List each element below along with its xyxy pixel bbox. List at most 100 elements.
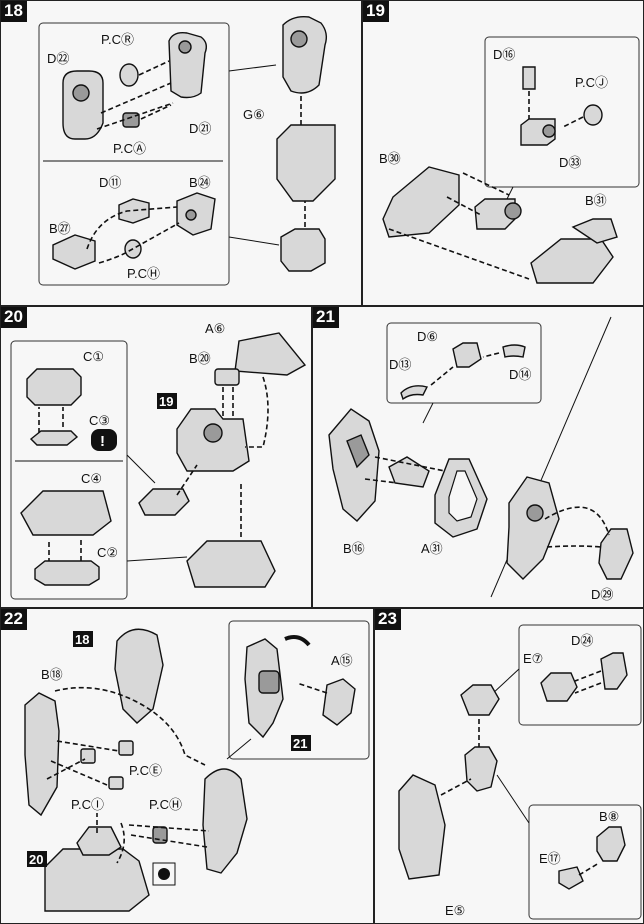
- part-shoulder: [460, 684, 500, 716]
- assembly-arrow: [296, 682, 328, 694]
- part-c2: [34, 560, 100, 586]
- callout-box: [484, 36, 640, 188]
- step-number: 21: [313, 307, 339, 328]
- label-b31: B㉛: [585, 193, 607, 208]
- part-b8: [596, 826, 626, 862]
- assembly-arrow: [482, 352, 500, 358]
- callout-pointer: [126, 556, 188, 562]
- label-a31: A㉛: [421, 541, 443, 556]
- callout-pointer: [228, 236, 280, 246]
- step-20-diagram: ! A⑥ B⑳ C① 19 C③ C④ C②: [10, 321, 307, 600]
- label-b20: B⑳: [189, 351, 211, 366]
- label-d22: D㉒: [47, 51, 69, 66]
- part-g6: [276, 124, 336, 202]
- label-e7: E⑦: [523, 651, 543, 666]
- step-19-panel: 19 D⑯ P.CⒿ B㉚ D㉝ B㉛: [362, 0, 644, 306]
- bullet-marker: [152, 862, 176, 886]
- ref-step-20-badge: 20: [27, 851, 47, 867]
- assembly-arrow: [574, 682, 602, 694]
- part-shield-detail: [244, 638, 284, 739]
- step-23-panel: 23 E⑦ D㉔ B⑧ E⑰ E⑤: [374, 608, 644, 924]
- assembly-arrow: [578, 862, 600, 876]
- callout-pointer: [228, 64, 277, 72]
- part-b18: [24, 692, 60, 817]
- part-a6: [234, 332, 307, 376]
- label-b30: B㉚: [379, 151, 401, 166]
- label-c3: C③: [89, 413, 110, 428]
- part-base-block: [280, 228, 326, 272]
- step-18-diagram: D㉒ P.CⓇ P.CⒶ D㉑ G⑥ D⑪ B㉔ B㉗ P.CⒽ: [38, 15, 336, 286]
- assembly-arrow: [245, 376, 269, 448]
- callout-box: [38, 22, 230, 286]
- assembly-arrow: [130, 834, 208, 848]
- part-torso-assembly: [114, 628, 164, 724]
- label-pc-e: P.CⒺ: [129, 763, 162, 778]
- assembly-arrow: [364, 478, 398, 484]
- label-pc-j: P.CⒿ: [575, 75, 608, 90]
- part-b31: [530, 218, 618, 284]
- caution-badge: !: [91, 429, 117, 451]
- step-22-panel: 22: [0, 608, 374, 924]
- label-b27: B㉗: [49, 221, 71, 236]
- label-b24: B㉔: [189, 175, 211, 190]
- part-a31: [434, 458, 488, 538]
- label-pc-a: P.CⒶ: [113, 141, 146, 156]
- assembly-arrow: [430, 366, 454, 386]
- part-b16: [328, 408, 380, 522]
- part-thruster: [138, 488, 190, 516]
- callout-pointer: [226, 738, 252, 760]
- part-e7: [540, 672, 578, 702]
- part-base-stand: [186, 540, 276, 588]
- assembly-arrow: [544, 506, 610, 536]
- step-22-diagram: 18 A⑮ B⑱ 21 P.CⒺ P.CⒾ P.CⒽ 20: [24, 620, 370, 912]
- label-d13: D⑬: [389, 357, 411, 372]
- assembly-arrow: [54, 686, 206, 766]
- assembly-arrow: [446, 196, 482, 216]
- callout-pointer: [126, 454, 156, 484]
- part-arm-joint: [474, 198, 522, 230]
- label-d33: D㉝: [559, 155, 581, 170]
- label-d14: D⑭: [509, 367, 531, 382]
- part-d33: [520, 118, 556, 146]
- part-e5: [398, 774, 446, 880]
- label-pc-i: P.CⒾ: [71, 797, 104, 812]
- part-c4: [20, 490, 112, 536]
- part-d29: [598, 528, 634, 580]
- assembly-arrow: [140, 104, 172, 120]
- assembly-arrow: [546, 545, 602, 548]
- label-b16: B⑯: [343, 541, 365, 556]
- label-pc-h: P.CⒽ: [149, 797, 182, 812]
- part-d24: [600, 652, 628, 690]
- part-b20: [214, 368, 240, 386]
- label-a6: A⑥: [205, 321, 225, 336]
- ref-step-19: 19: [159, 394, 173, 409]
- part-pc-j: [583, 104, 603, 126]
- assembly-arrow: [46, 758, 86, 780]
- part-d13: [400, 385, 429, 401]
- part-pc-e: [80, 740, 134, 790]
- assembly-arrow: [56, 740, 120, 752]
- part-elbow: [464, 746, 498, 792]
- caution-icon: !: [100, 433, 105, 450]
- label-d16: D⑯: [493, 47, 515, 62]
- part-c3: [29, 430, 79, 446]
- part-head-assembly: [282, 15, 328, 94]
- assembly-arrow: [388, 228, 530, 280]
- step-number: 23: [375, 609, 401, 630]
- assembly-arrow: [138, 60, 170, 76]
- part-d14: [502, 344, 526, 358]
- assembly-arrow: [116, 822, 125, 864]
- rotate-arrow-icon: [284, 635, 311, 647]
- part-d21: [168, 31, 208, 99]
- label-c4: C④: [81, 471, 102, 486]
- assembly-arrow: [562, 116, 584, 128]
- callout-box: [386, 322, 542, 404]
- ref-step-21-badge: 21: [291, 735, 311, 751]
- step-23-diagram: E⑦ D㉔ B⑧ E⑰ E⑤: [398, 624, 642, 920]
- ref-step-21: 21: [293, 736, 307, 751]
- assembly-arrow: [176, 464, 198, 496]
- callout-box: [228, 620, 370, 760]
- ref-step-19-badge: 19: [157, 393, 177, 409]
- label-d6: D⑥: [417, 329, 438, 344]
- part-shield-assembly: [506, 476, 560, 580]
